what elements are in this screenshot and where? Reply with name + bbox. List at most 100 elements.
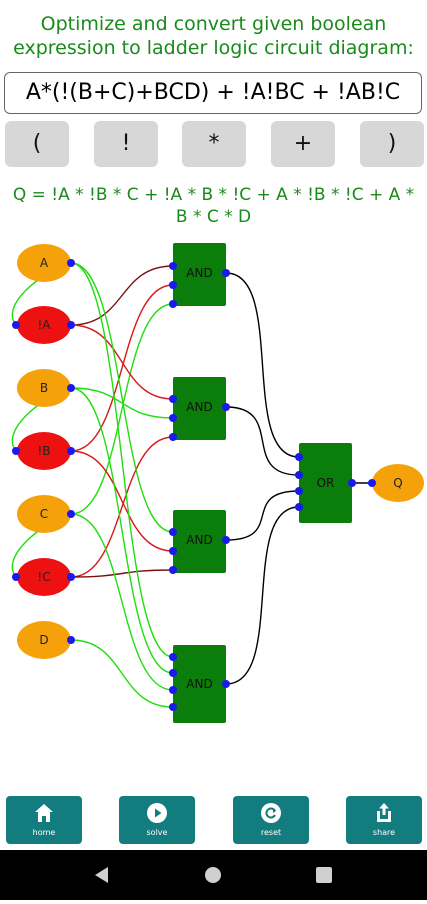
page-title: Optimize and convert given boolean expre… xyxy=(0,12,427,60)
pin xyxy=(348,479,356,487)
and-gate: AND xyxy=(169,510,230,574)
gate-output-wire xyxy=(225,406,300,476)
pin xyxy=(295,503,303,511)
input-node-shape xyxy=(17,558,71,596)
input-node-shape xyxy=(17,369,71,407)
gate-body xyxy=(173,377,226,440)
input-label: A xyxy=(40,256,49,270)
pin xyxy=(169,395,177,403)
or-key[interactable]: + xyxy=(271,121,335,167)
pin xyxy=(12,447,20,455)
result-line-1: Q = !A * !B * C + !A * B * !C + A * !B *… xyxy=(12,185,415,205)
wire xyxy=(70,265,174,326)
pin xyxy=(12,321,20,329)
gate-output-wire xyxy=(225,272,300,458)
pin xyxy=(67,636,75,644)
output-node: Q xyxy=(368,464,424,502)
expression-input[interactable]: A*(!(B+C)+BCD) + !A!BC + !AB!C xyxy=(4,72,422,114)
input-label: D xyxy=(39,633,48,647)
open-paren-key[interactable]: ( xyxy=(5,121,69,167)
solve-button[interactable]: solve xyxy=(119,796,195,844)
home-icon xyxy=(35,804,53,822)
pin xyxy=(222,269,230,277)
pin xyxy=(222,680,230,688)
wire xyxy=(70,284,174,452)
gate-output-wire xyxy=(225,490,300,541)
not-key[interactable]: ! xyxy=(94,121,158,167)
pin xyxy=(169,300,177,308)
pin xyxy=(295,471,303,479)
input-node: A xyxy=(17,244,75,282)
pin xyxy=(67,259,75,267)
recents-nav-icon[interactable] xyxy=(316,867,332,883)
gate-body xyxy=(299,443,352,523)
input-node: D xyxy=(17,621,75,659)
pin xyxy=(67,573,75,581)
wires xyxy=(11,262,372,708)
title-line-2: expression to ladder logic circuit diagr… xyxy=(13,37,414,59)
gate-output-wire xyxy=(225,506,300,685)
pin xyxy=(169,686,177,694)
nodes: A !A B !B C !C D AND AND AND AND OR Q xyxy=(12,243,424,723)
input-node: B xyxy=(17,369,75,407)
pin xyxy=(295,453,303,461)
result-expression: Q = !A * !B * C + !A * B * !C + A * !B *… xyxy=(0,184,427,228)
gate-label: AND xyxy=(186,533,212,547)
wire xyxy=(70,387,174,419)
close-paren-key[interactable]: ) xyxy=(360,121,424,167)
pin xyxy=(67,510,75,518)
pin xyxy=(295,487,303,495)
wire xyxy=(70,513,174,691)
gate-label: AND xyxy=(186,266,212,280)
pin xyxy=(67,321,75,329)
pin xyxy=(12,573,20,581)
output-node-shape xyxy=(372,464,424,502)
title-line-1: Optimize and convert given boolean xyxy=(40,13,387,35)
home-button[interactable]: home xyxy=(6,796,82,844)
input-node: !A xyxy=(12,306,75,344)
share-icon xyxy=(377,803,391,822)
wire xyxy=(70,262,174,533)
wire xyxy=(70,569,174,578)
gate-label: AND xyxy=(186,677,212,691)
pin xyxy=(169,669,177,677)
and-key[interactable]: * xyxy=(182,121,246,167)
input-node: !C xyxy=(12,558,75,596)
back-nav-icon[interactable] xyxy=(95,867,108,883)
gate-label: AND xyxy=(186,400,212,414)
and-gate: AND xyxy=(169,243,230,308)
wire xyxy=(70,303,174,515)
pin xyxy=(169,547,177,555)
input-node: !B xyxy=(12,432,75,470)
pin xyxy=(222,536,230,544)
pin xyxy=(67,384,75,392)
pin xyxy=(169,281,177,289)
wire xyxy=(70,324,174,400)
pin xyxy=(222,403,230,411)
bottom-toolbar: home solve reset share xyxy=(0,796,427,844)
wire xyxy=(70,450,174,552)
operator-keypad: ( ! * + ) xyxy=(0,121,427,167)
home-label: home xyxy=(32,828,56,837)
input-label: C xyxy=(40,507,48,521)
pin xyxy=(368,479,376,487)
pin xyxy=(169,433,177,441)
solve-label: solve xyxy=(146,828,168,837)
share-button[interactable]: share xyxy=(346,796,422,844)
gate-body xyxy=(173,243,226,306)
input-node-shape xyxy=(17,306,71,344)
share-label: share xyxy=(372,828,396,837)
input-node: C xyxy=(17,495,75,533)
pin xyxy=(169,414,177,422)
input-label: B xyxy=(40,381,48,395)
pin xyxy=(67,447,75,455)
pin xyxy=(169,566,177,574)
input-node-shape xyxy=(17,621,71,659)
reset-button[interactable]: reset xyxy=(233,796,309,844)
reset-label: reset xyxy=(260,828,282,837)
or-gate: OR xyxy=(295,443,356,523)
gate-body xyxy=(173,510,226,573)
play-icon xyxy=(147,803,167,823)
pin xyxy=(169,262,177,270)
home-nav-icon[interactable] xyxy=(205,867,221,883)
